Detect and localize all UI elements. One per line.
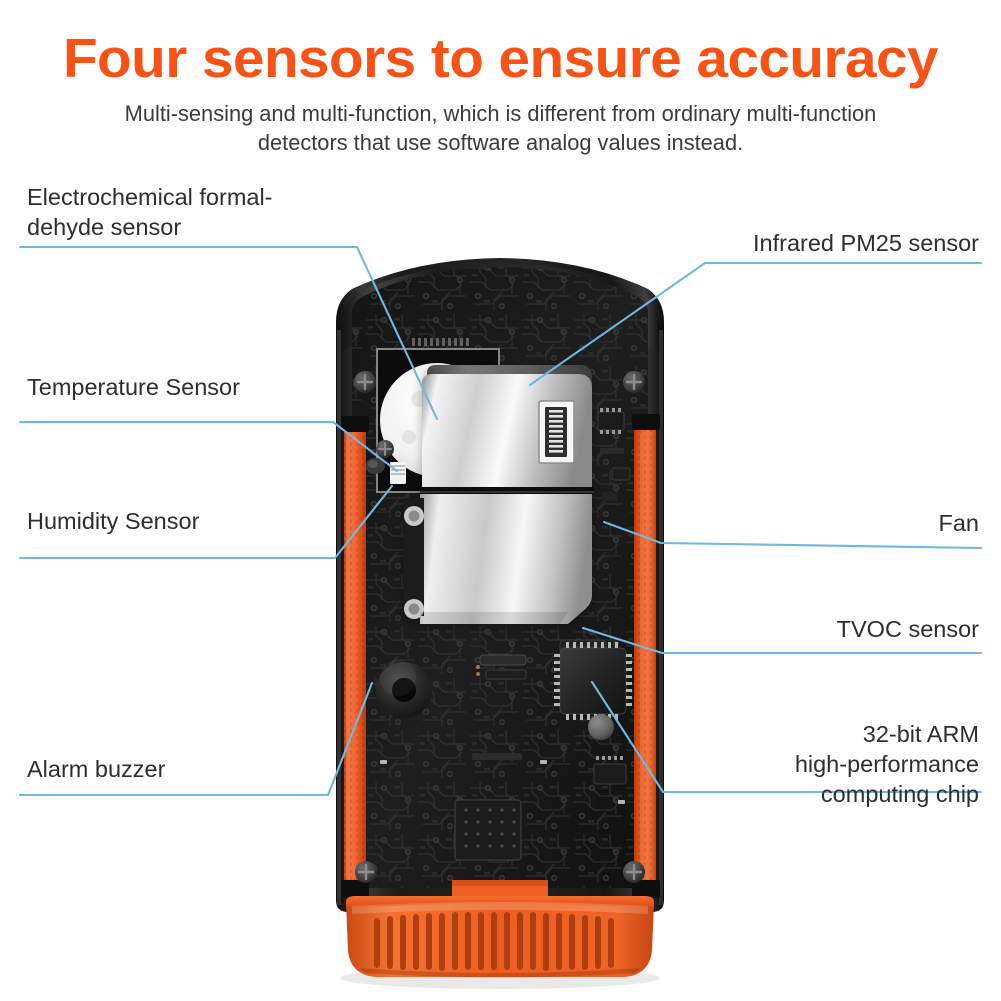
subtitle-line-1: Multi-sensing and multi-function, which … [124, 101, 877, 126]
callout-fan: Fan [938, 510, 980, 536]
callout-tvoc-sensor: TVOC sensor [836, 616, 979, 642]
temperature-sensor-component [390, 462, 406, 484]
device-base [346, 880, 654, 978]
page-subtitle: Multi-sensing and multi-function, which … [15, 89, 986, 157]
pm25-sensor-module [404, 365, 594, 624]
base-vent-slots [374, 912, 614, 971]
arm-chip-component [554, 642, 632, 720]
callout-32bit-arm-computing-chip: 32-bit ARM high-performance computing ch… [794, 721, 979, 807]
header: Four sensors to ensure accuracy Multi-se… [0, 0, 1001, 157]
alarm-buzzer-component [376, 660, 432, 718]
callout-temperature-sensor: Temperature Sensor [27, 374, 240, 400]
right-grip [634, 425, 656, 887]
callout-alarm-buzzer: Alarm buzzer [27, 756, 166, 782]
callout-electrochemical-formaldehyde-sensor: Electrochemical formal- dehyde sensor [27, 184, 273, 240]
subtitle-line-2: detectors that use software analog value… [257, 130, 744, 155]
callout-humidity-sensor: Humidity Sensor [27, 508, 200, 534]
page-title: Four sensors to ensure accuracy [62, 27, 939, 89]
callout-infrared-pm25-sensor: Infrared PM25 sensor [753, 230, 979, 256]
left-grip [344, 425, 366, 887]
